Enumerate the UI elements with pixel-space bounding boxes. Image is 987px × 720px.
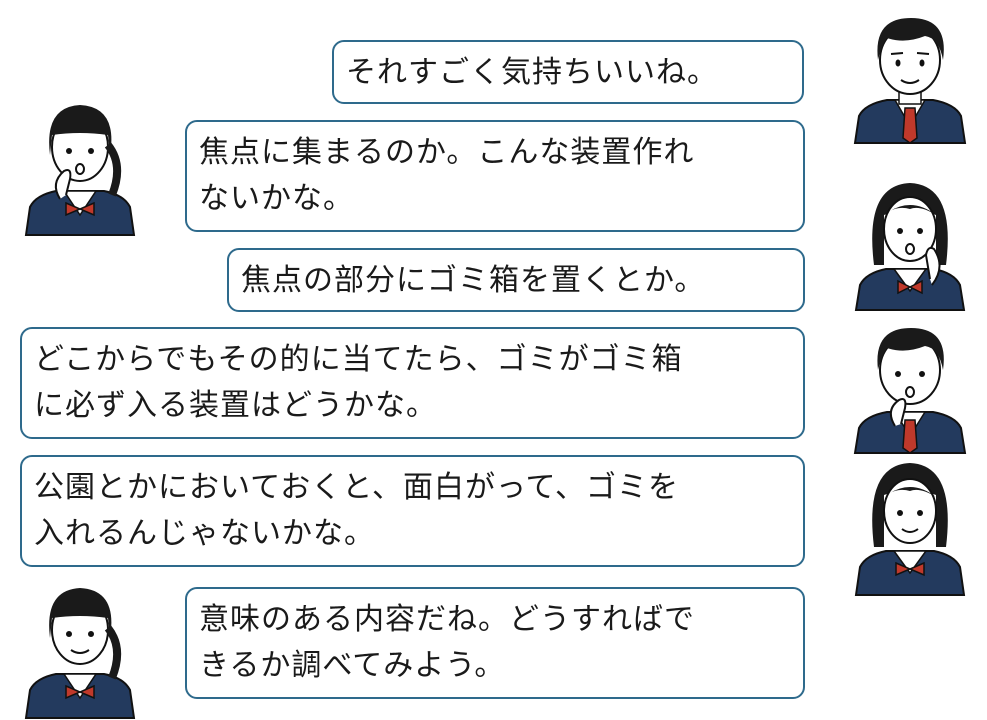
bubble-4-line-2: に必ず入る装置はどうかな。 — [34, 388, 437, 423]
speech-bubble-1: それすごく気持ちいいね。 — [332, 40, 804, 104]
bubble-5-line-2: 入れるんじゃないかな。 — [34, 516, 375, 551]
girl-ponytail-thinking-avatar — [24, 105, 136, 236]
speech-bubble-2: 焦点に集まるのか。こんな装置作れ ないかな。 — [185, 120, 805, 232]
speech-bubble-5: 公園とかにおいておくと、面白がって、ゴミを 入れるんじゃないかな。 — [20, 455, 805, 567]
bubble-6-line-2: きるか調べてみよう。 — [199, 648, 506, 683]
bubble-5-line-1: 公園とかにおいておくと、面白がって、ゴミを — [34, 470, 679, 505]
speech-bubble-6: 意味のある内容だね。どうすればで きるか調べてみよう。 — [185, 587, 805, 699]
speech-bubble-3: 焦点の部分にゴミ箱を置くとか。 — [227, 248, 805, 312]
speech-bubble-4: どこからでもその的に当てたら、ゴミがゴミ箱 に必ず入る装置はどうかな。 — [20, 327, 805, 439]
girl-ponytail-smile-avatar — [24, 588, 136, 719]
boy-thinking-avatar — [853, 328, 967, 454]
bubble-2-line-2: ないかな。 — [199, 181, 354, 216]
girl-bob-avatar — [854, 183, 966, 311]
bubble-3-line-1: 焦点の部分にゴミ箱を置くとか。 — [241, 263, 706, 298]
girl-bob-smile-avatar — [854, 463, 966, 596]
bubble-1-line-1: それすごく気持ちいいね。 — [346, 55, 718, 90]
bubble-6-line-1: 意味のある内容だね。どうすればで — [199, 602, 695, 637]
bubble-4-line-1: どこからでもその的に当てたら、ゴミがゴミ箱 — [34, 342, 683, 377]
bubble-2-line-1: 焦点に集まるのか。こんな装置作れ — [199, 135, 695, 170]
boy-avatar — [853, 18, 967, 144]
